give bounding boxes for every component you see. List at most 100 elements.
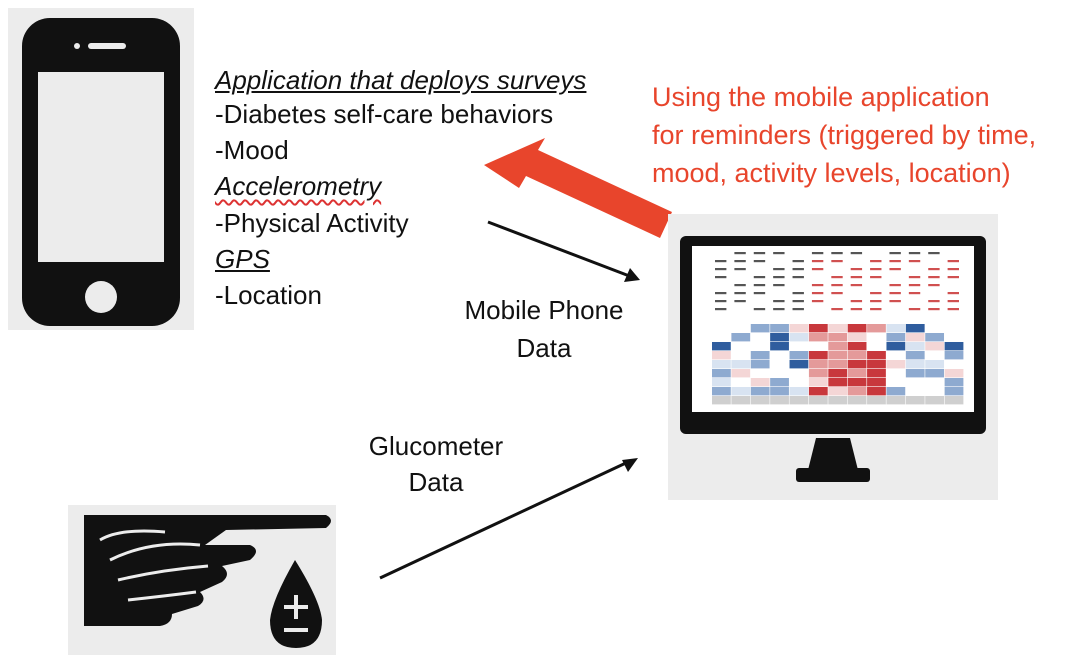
heatmap-cell	[712, 342, 731, 351]
heatmap-value-mark	[947, 308, 959, 311]
heatmap-cell	[731, 342, 751, 351]
heatmap-value-mark	[792, 300, 804, 303]
heatmap-cell	[828, 360, 848, 369]
heatmap-value-mark	[831, 284, 843, 287]
heatmap-cell	[828, 396, 848, 405]
heatmap-cell	[905, 369, 925, 378]
heatmap-cell	[770, 378, 789, 387]
heatmap-cell	[905, 396, 925, 405]
heatmap-cell	[867, 360, 886, 369]
heatmap-cell	[770, 369, 789, 378]
heatmap-cell	[847, 378, 867, 387]
heatmap-cell	[789, 387, 809, 396]
reminders-line-2: for reminders (triggered by time,	[652, 120, 1037, 150]
heatmap-value-mark	[850, 268, 863, 271]
heatmap-cell	[731, 324, 751, 333]
heatmap-cell	[750, 342, 770, 351]
heatmap-cell	[867, 396, 886, 405]
heatmap-cell	[925, 378, 945, 387]
heatmap-table	[715, 252, 959, 311]
heatmap-value-mark	[811, 268, 824, 271]
heatmap-cell	[905, 351, 925, 360]
heatmap-value-mark	[850, 308, 863, 311]
heatmap-cell	[789, 351, 809, 360]
heatmap-cell	[944, 396, 964, 405]
heatmap-cell	[828, 324, 848, 333]
reminders-line-1: Using the mobile application	[652, 82, 990, 112]
mobile-data-arrow	[487, 220, 640, 282]
heatmap-cell	[731, 360, 751, 369]
heatmap-value-mark	[908, 276, 921, 279]
heatmap-value-mark	[889, 284, 901, 287]
heatmap-cell	[944, 387, 964, 396]
heatmap-value-mark	[908, 284, 921, 287]
heatmap-value-mark	[715, 276, 727, 279]
heatmap-cell	[731, 378, 751, 387]
heatmap-cell	[770, 333, 789, 342]
heatmap-value-mark	[792, 308, 804, 311]
heatmap-cell	[808, 333, 828, 342]
heatmap-cell	[867, 333, 886, 342]
heatmap-value-mark	[850, 300, 863, 303]
heatmap-cell	[905, 360, 925, 369]
heatmap-cell	[905, 378, 925, 387]
heatmap-cell	[847, 396, 867, 405]
heatmap-cell	[867, 369, 886, 378]
heatmap-value-mark	[889, 252, 901, 255]
heatmap-cell	[847, 333, 867, 342]
heatmap-cell	[770, 396, 789, 405]
heatmap-cell	[712, 351, 731, 360]
heatmap-cell	[944, 378, 964, 387]
heatmap-cell	[770, 351, 789, 360]
heatmap-value-mark	[908, 308, 921, 311]
heatmap-cell	[886, 342, 906, 351]
heatmap-cell	[828, 378, 848, 387]
heatmap-cell	[847, 324, 867, 333]
heatmap-cell	[808, 351, 828, 360]
heatmap-cell	[712, 369, 731, 378]
heatmap-value-mark	[753, 284, 766, 287]
heatmap-value-mark	[811, 292, 824, 295]
item-location: -Location	[215, 280, 322, 310]
heatmap-value-mark	[715, 300, 727, 303]
heatmap-value-mark	[831, 276, 843, 279]
heatmap-cell	[789, 342, 809, 351]
heatmap-value-mark	[773, 284, 785, 287]
heatmap-cell	[925, 342, 945, 351]
heatmap-value-mark	[753, 276, 766, 279]
heatmap-cell	[925, 351, 945, 360]
heatmap-value-mark	[734, 252, 746, 255]
heatmap-value-mark	[889, 268, 901, 271]
heatmap-cell	[925, 369, 945, 378]
heatmap-cell	[712, 333, 731, 342]
heatmap-cell	[828, 351, 848, 360]
heatmap-value-mark	[792, 276, 804, 279]
heatmap-value-mark	[889, 260, 901, 263]
heatmap-cell	[847, 369, 867, 378]
heatmap-grid	[712, 324, 964, 405]
heatmap-value-mark	[811, 300, 824, 303]
heatmap-cell	[770, 360, 789, 369]
heatmap-value-mark	[831, 292, 843, 295]
heatmap-cell	[886, 396, 906, 405]
heatmap-cell	[925, 333, 945, 342]
heatmap-value-mark	[831, 308, 843, 311]
heatmap-cell	[789, 360, 809, 369]
heatmap-value-mark	[773, 300, 785, 303]
heatmap-cell	[789, 378, 809, 387]
heatmap-cell	[789, 333, 809, 342]
heatmap-value-mark	[870, 308, 882, 311]
heatmap-cell	[867, 351, 886, 360]
heatmap-value-mark	[928, 300, 940, 303]
heatmap-cell	[789, 324, 809, 333]
heatmap-cell	[867, 324, 886, 333]
heatmap-cell	[750, 333, 770, 342]
heatmap-value-mark	[792, 268, 804, 271]
glucometer-finger-icon	[68, 505, 336, 655]
heatmap-value-mark	[715, 260, 727, 263]
heatmap-cell	[731, 387, 751, 396]
smartphone-icon	[8, 8, 194, 330]
heatmap-value-mark	[908, 252, 921, 255]
item-self-care: -Diabetes self-care behaviors	[215, 99, 554, 129]
